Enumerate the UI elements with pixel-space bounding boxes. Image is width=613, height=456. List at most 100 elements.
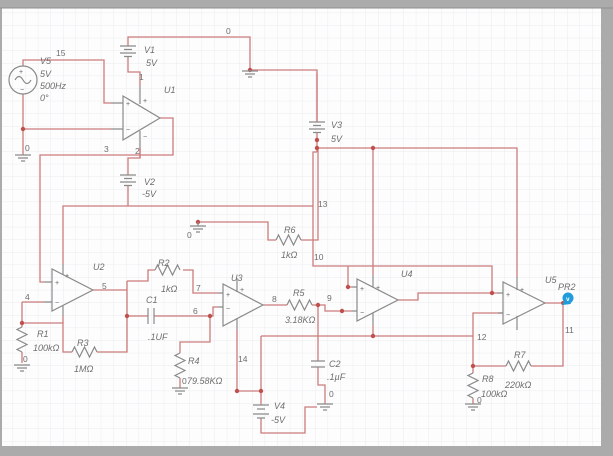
- probe-circle[interactable]: [562, 292, 574, 304]
- source-V5[interactable]: + − V5 5V 500Hz 0°: [8, 56, 67, 103]
- u5-input-minus: −: [506, 312, 510, 319]
- opamp-U4[interactable]: + − + U4: [352, 269, 413, 325]
- wire-c2-branch[interactable]: [317, 305, 326, 404]
- u4-input-minus: −: [360, 310, 364, 317]
- u4-input-plus: +: [360, 286, 364, 293]
- u5-ref[interactable]: U5: [545, 275, 557, 285]
- wire-net-1[interactable]: [127, 58, 141, 86]
- r2-ref[interactable]: R2: [158, 258, 170, 268]
- battery-V4[interactable]: V4 -5V: [253, 401, 286, 425]
- v5-phase[interactable]: 0°: [40, 93, 49, 103]
- resistor-R4[interactable]: R4 79.58KΩ: [173, 352, 223, 386]
- r5-ref[interactable]: R5: [293, 288, 305, 298]
- r7-value[interactable]: 220kΩ: [504, 380, 532, 390]
- net-label-4: 4: [25, 292, 30, 302]
- u3-input-minus: −: [226, 306, 230, 313]
- r3-ref[interactable]: R3: [77, 338, 89, 348]
- v5-ref[interactable]: V5: [40, 56, 52, 66]
- v2-ref[interactable]: V2: [144, 177, 155, 187]
- opamp-U1[interactable]: + − + − U1: [111, 85, 176, 148]
- v4-value[interactable]: -5V: [271, 415, 286, 425]
- u5-vtop-plus: +: [520, 287, 524, 294]
- v3-value[interactable]: 5V: [331, 134, 343, 144]
- resistor-R6[interactable]: R6 1kΩ: [275, 225, 302, 260]
- probe-PR2[interactable]: v PR2: [558, 282, 576, 305]
- c1-value[interactable]: .1UF: [148, 332, 168, 342]
- wire-u4-output[interactable]: [398, 292, 499, 301]
- u2-ref[interactable]: U2: [93, 262, 105, 272]
- opamp-U3[interactable]: + − + U3: [218, 273, 265, 330]
- gutter-bottom[interactable]: [0, 446, 613, 456]
- battery-V2[interactable]: V2 -5V: [120, 174, 157, 199]
- wire-net-7[interactable]: [183, 269, 218, 294]
- r2-value[interactable]: 1kΩ: [161, 284, 178, 294]
- c2-ref[interactable]: C2: [329, 359, 341, 369]
- battery-V1[interactable]: V1 5V: [120, 45, 158, 68]
- wire-net-10-branch[interactable]: [301, 150, 319, 241]
- v1-ref[interactable]: V1: [144, 45, 155, 55]
- gutter-top[interactable]: [0, 0, 613, 8]
- r4-ref[interactable]: R4: [188, 356, 200, 366]
- wire-net-0-source[interactable]: [22, 94, 111, 155]
- wire-gnd-to-r6[interactable]: [198, 221, 276, 241]
- gutter-right[interactable]: [601, 0, 613, 456]
- resistor-R3[interactable]: R3 1MΩ: [71, 338, 98, 374]
- resistor-R8[interactable]: R8 100kΩ: [466, 372, 508, 399]
- pr2-ref[interactable]: PR2: [558, 282, 576, 292]
- resistor-R2[interactable]: R2 1kΩ: [154, 258, 181, 294]
- net-label-3: 3: [104, 144, 109, 154]
- r8-value[interactable]: 100kΩ: [481, 389, 508, 399]
- v5-minus-mark: −: [20, 87, 24, 94]
- v2-value[interactable]: -5V: [142, 189, 157, 199]
- resistor-R5[interactable]: R5 3.18KΩ: [285, 288, 316, 325]
- wire-net-14[interactable]: [236, 330, 262, 405]
- u2-vtop-plus: +: [65, 273, 69, 280]
- r4-value[interactable]: 79.58KΩ: [187, 376, 223, 386]
- capacitor-C1[interactable]: C1 .1UF: [146, 295, 168, 342]
- u1-ref[interactable]: U1: [164, 85, 176, 95]
- r1-value[interactable]: 100kΩ: [33, 343, 60, 353]
- v4-ref[interactable]: V4: [274, 401, 285, 411]
- r1-ref[interactable]: R1: [37, 329, 49, 339]
- wire-net-3[interactable]: [39, 117, 174, 283]
- u4-ref[interactable]: U4: [401, 269, 413, 279]
- r6-ref[interactable]: R6: [284, 225, 296, 235]
- net-label-0-mid: 0: [187, 230, 192, 240]
- net-label-1: 1: [139, 72, 144, 82]
- v3-ref[interactable]: V3: [331, 120, 342, 130]
- net-label-0-source: 0: [25, 143, 30, 153]
- wire-net-4[interactable]: [21, 301, 128, 353]
- r7-ref[interactable]: R7: [514, 350, 526, 360]
- u3-ref[interactable]: U3: [231, 273, 243, 283]
- wire-v4-bottom[interactable]: [260, 406, 317, 434]
- net-label-0-top: 0: [226, 26, 231, 36]
- wire-net-11[interactable]: [473, 302, 564, 367]
- opamp-U5[interactable]: + − + U5: [498, 275, 557, 330]
- v1-value[interactable]: 5V: [146, 58, 158, 68]
- u1-vtop-plus: +: [143, 98, 147, 105]
- c1-ref[interactable]: C1: [146, 295, 158, 305]
- wire-net-13-rail[interactable]: [62, 185, 313, 264]
- c2-value[interactable]: .1µF: [327, 372, 346, 382]
- probe-letter: v: [566, 296, 570, 303]
- resistor-R7[interactable]: R7 220kΩ: [504, 350, 532, 390]
- wire-neg-rail-148[interactable]: [317, 147, 518, 277]
- opamp-U2[interactable]: + − + U2: [44, 262, 105, 316]
- r6-value[interactable]: 1kΩ: [281, 250, 298, 260]
- u5-input-plus: +: [506, 292, 510, 299]
- net-label-10: 10: [314, 252, 324, 262]
- resistor-R1[interactable]: R1 100kΩ: [15, 326, 60, 353]
- v5-value[interactable]: 5V: [40, 69, 52, 79]
- battery-V3[interactable]: V3 5V: [309, 120, 343, 144]
- wire-net-15[interactable]: [22, 59, 111, 104]
- r5-value[interactable]: 3.18KΩ: [285, 315, 316, 325]
- r8-ref[interactable]: R8: [482, 374, 494, 384]
- wire-net-6[interactable]: [154, 306, 218, 353]
- r3-value[interactable]: 1MΩ: [74, 364, 94, 374]
- v5-freq[interactable]: 500Hz: [40, 81, 67, 91]
- wire-net-12-input[interactable]: [472, 312, 503, 366]
- ground-symbols[interactable]: [14, 70, 481, 411]
- capacitor-C2[interactable]: C2 .1µF: [311, 359, 346, 382]
